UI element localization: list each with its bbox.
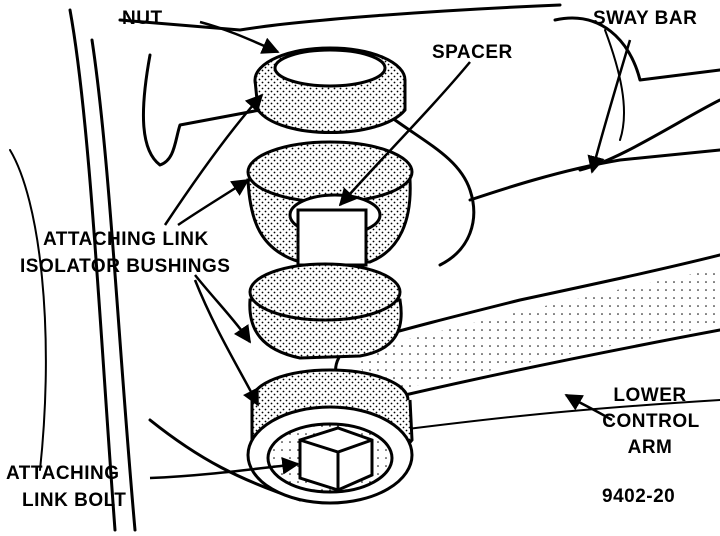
bolt-label-line2: LINK BOLT (22, 490, 127, 511)
nut-leader (199, 20, 280, 54)
bolt-label-line1: ATTACHING (6, 463, 120, 484)
frame-rib (9, 149, 47, 471)
bracket-flange (393, 118, 476, 267)
frame-inner-edge (90, 38, 137, 532)
isolator-leader-3 (194, 274, 252, 344)
nut-label: NUT (122, 8, 163, 29)
nut-face (273, 48, 387, 88)
lower-arm-leader (564, 393, 613, 422)
control-arm-top (348, 253, 720, 347)
lower-arm-label-line2: CONTROL (602, 411, 700, 432)
lower-arm-label-line1: LOWER (613, 385, 687, 406)
isolator-label-line1: ATTACHING LINK (43, 229, 209, 250)
bolt-hex-head (298, 426, 374, 492)
frame-outer-edge (68, 8, 117, 532)
spacer-tube (296, 208, 368, 267)
upper-bushing-side (253, 79, 407, 134)
spacer-label: SPACER (432, 42, 513, 63)
control-arm-lower-edge (399, 399, 720, 431)
isolator-leader-1 (163, 93, 264, 226)
isolator-leader-4 (193, 279, 260, 407)
upper-bracket (118, 3, 562, 167)
bolt-leader (149, 457, 300, 480)
sway-bar-leader (587, 39, 632, 174)
isolator-label-line2: ISOLATOR BUSHINGS (20, 256, 231, 277)
sway-bar-top (553, 16, 720, 82)
figure-number: 9402-20 (602, 486, 676, 507)
sway-bar-body (604, 29, 626, 141)
lower-arm-label-line3: ARM (627, 437, 673, 458)
control-arm-bottom (403, 328, 720, 397)
spacer-leader (338, 61, 471, 207)
middle-bushing-top (246, 140, 414, 204)
isolator-leader-2 (177, 178, 250, 227)
sway-bar-label: SWAY BAR (593, 8, 698, 29)
bracket-lower-edge (468, 148, 720, 202)
control-arm-shading (359, 268, 720, 388)
